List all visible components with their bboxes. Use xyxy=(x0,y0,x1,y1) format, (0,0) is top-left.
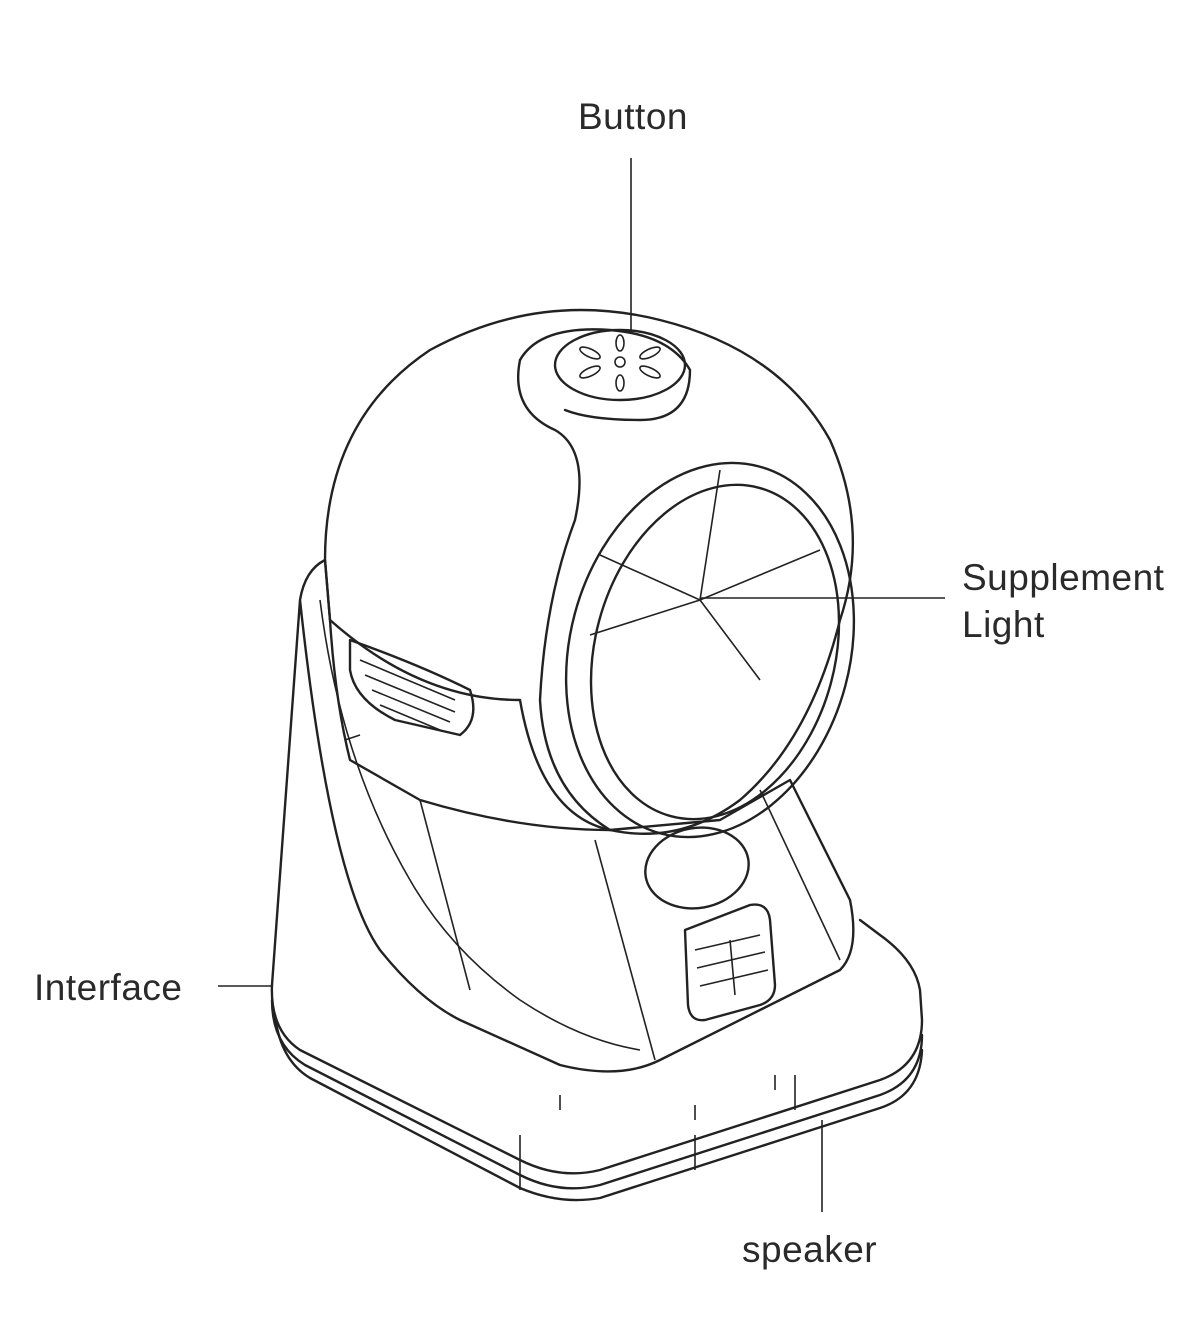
button-label: Button xyxy=(578,96,688,137)
scanner-head xyxy=(323,308,856,839)
button-flower-icon xyxy=(553,328,687,402)
indicator-window xyxy=(644,826,750,910)
speaker-grille xyxy=(683,903,777,1022)
interface-label: Interface xyxy=(34,967,183,1008)
supplement-light-label-line2: Light xyxy=(962,604,1045,645)
scanner-body xyxy=(270,558,855,1120)
scan-window xyxy=(589,483,841,821)
supplement-light-label-line1: Supplement xyxy=(962,557,1165,598)
side-grille xyxy=(348,638,475,737)
scanner-base xyxy=(270,918,924,1202)
speaker-label: speaker xyxy=(742,1229,878,1270)
